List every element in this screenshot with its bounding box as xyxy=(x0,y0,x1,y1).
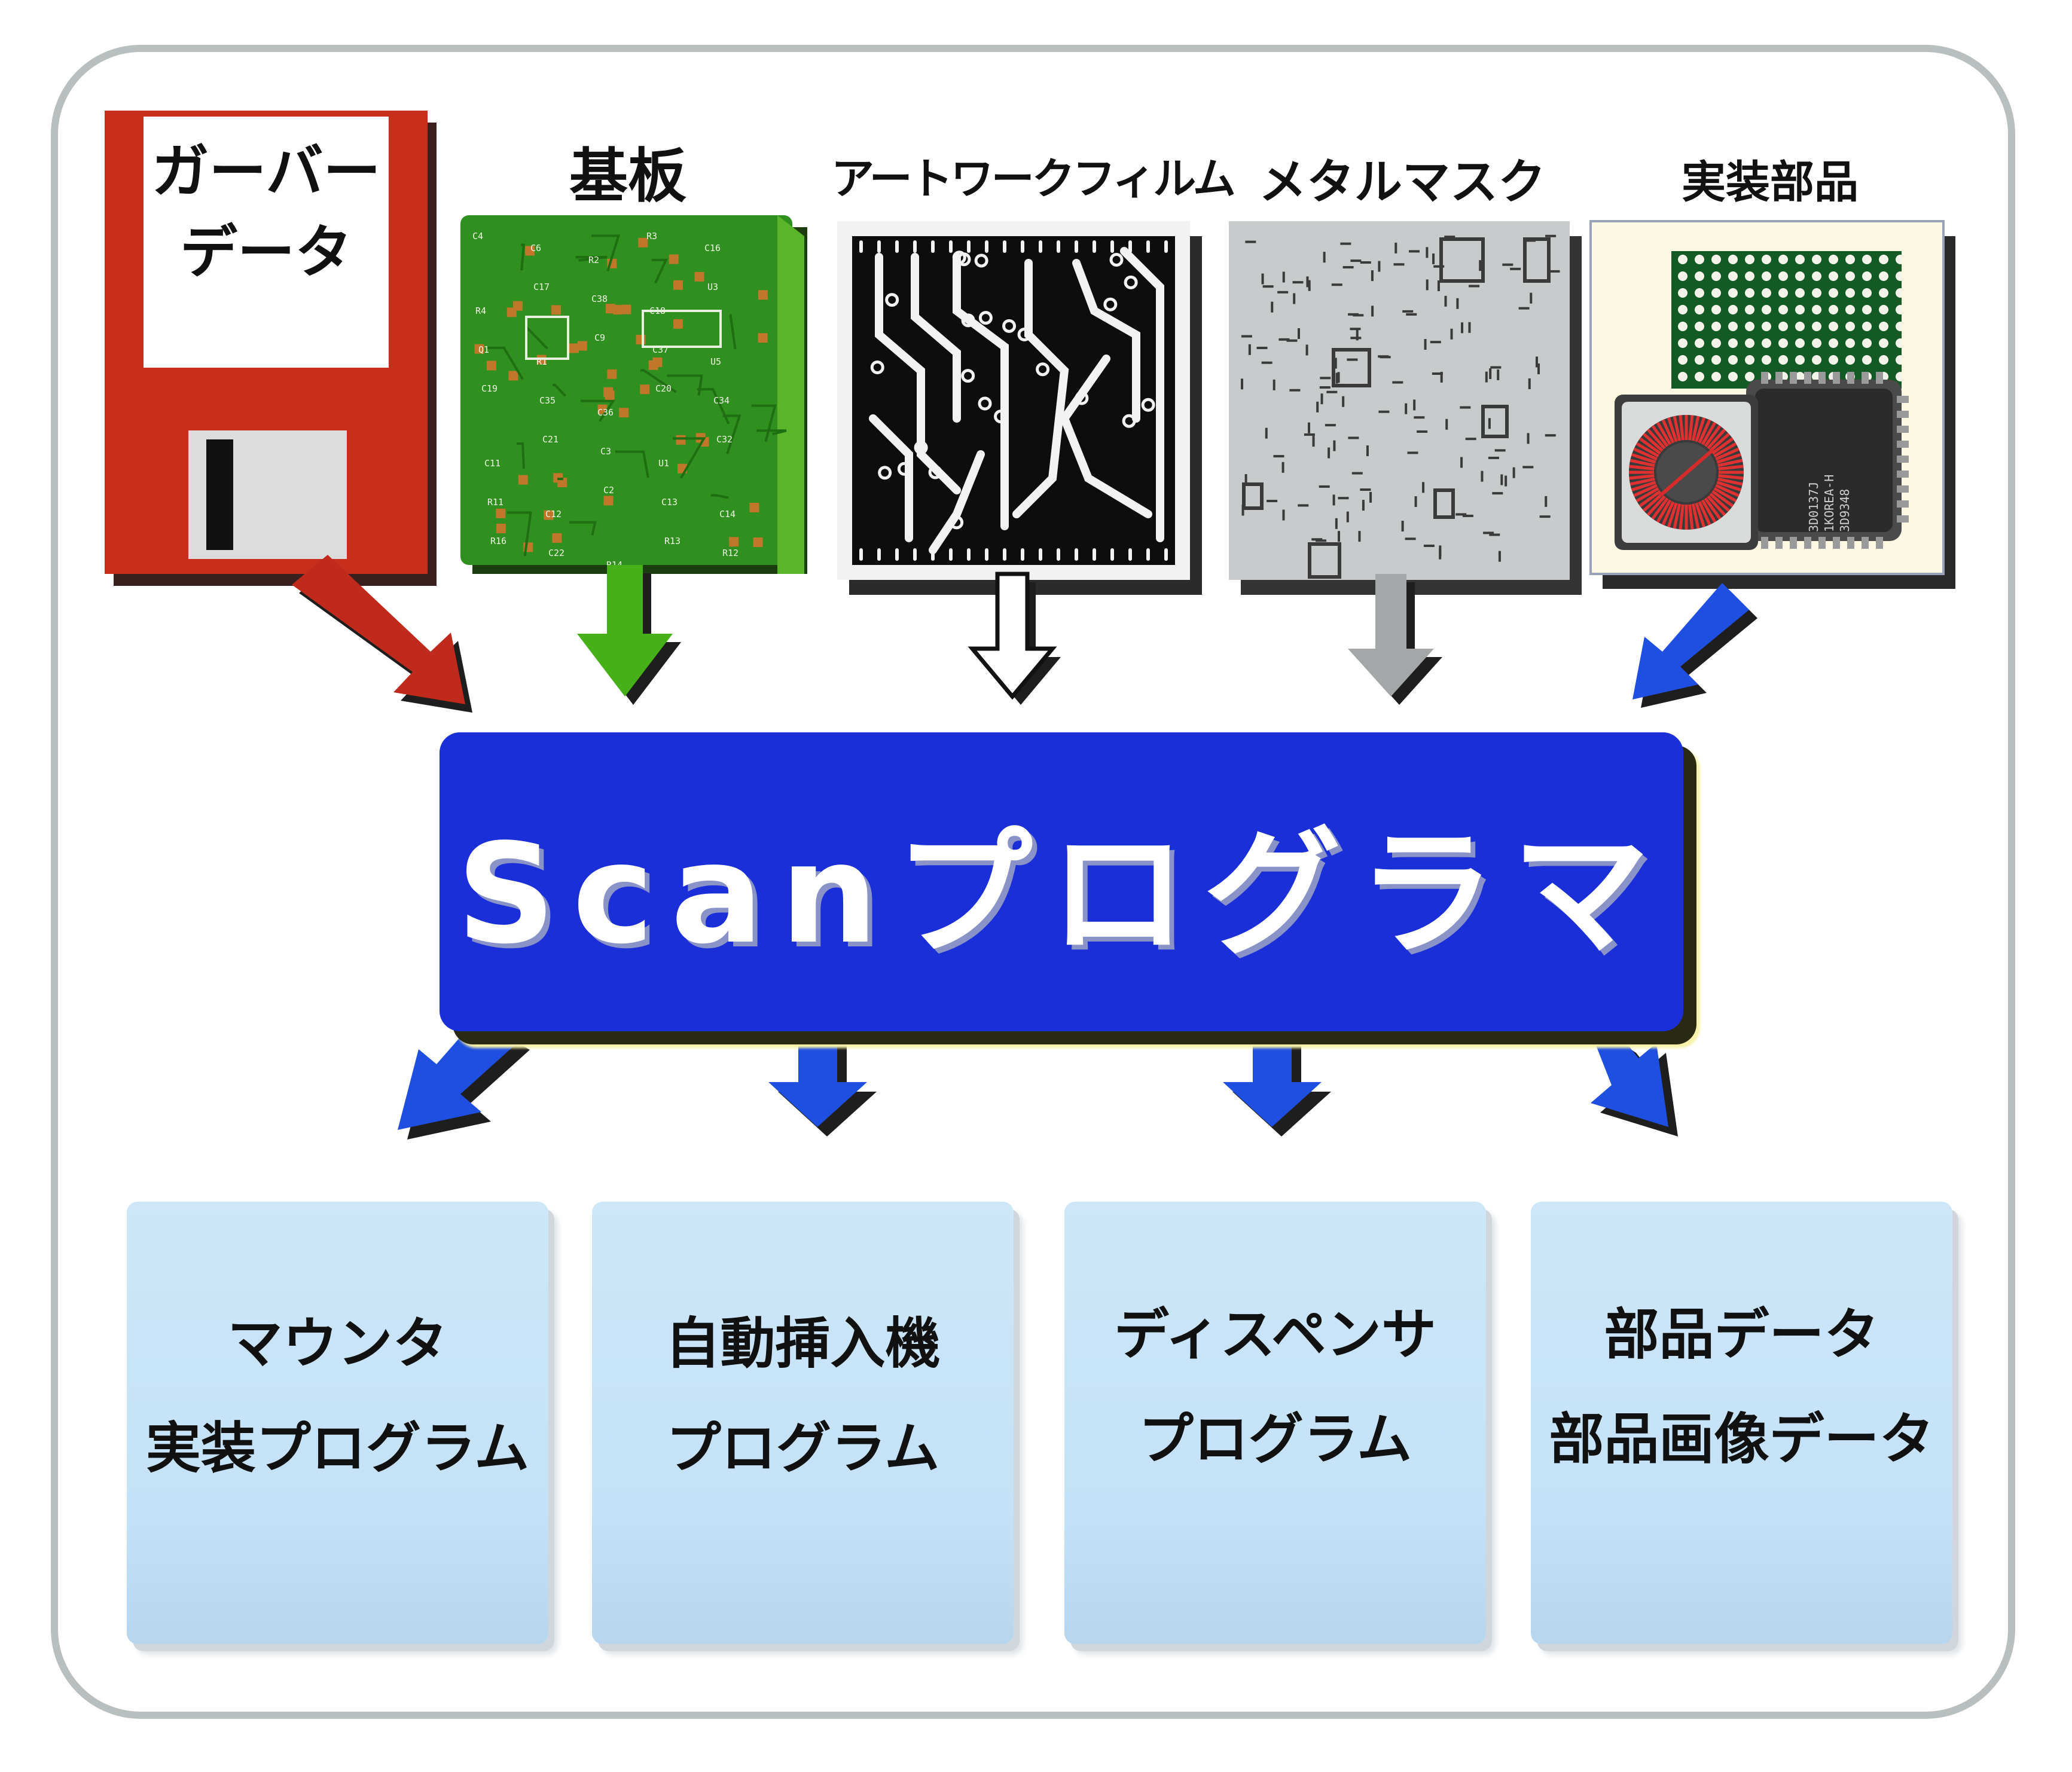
silkscreen-label: C35 xyxy=(539,395,556,406)
silkscreen-label: R13 xyxy=(664,536,681,546)
arrow-scan-to-mounter xyxy=(398,1016,520,1130)
silkscreen-label: C3 xyxy=(600,446,611,457)
output-dispenser-line1: ディスペンサ xyxy=(1113,1303,1437,1367)
output-auto-inserter-program: 自動挿入機 プログラム xyxy=(592,1202,1014,1644)
silkscreen-label: C17 xyxy=(533,282,550,292)
silkscreen-label: R12 xyxy=(722,548,739,558)
silkscreen-label: R3 xyxy=(646,231,657,242)
silkscreen-label: C32 xyxy=(716,434,733,445)
silkscreen-label: C9 xyxy=(594,332,605,343)
silkscreen-label: C13 xyxy=(661,497,678,508)
arrow-gerber-to-scan xyxy=(292,555,472,713)
arrow-scan-to-dispenser xyxy=(1223,1016,1322,1127)
label-gerber-data: ガーバー データ xyxy=(144,132,389,293)
output-inserter-line2: プログラム xyxy=(666,1416,940,1480)
silkscreen-label: U5 xyxy=(710,356,721,367)
silkscreen-label: C6 xyxy=(530,243,541,253)
arrow-board-to-scan xyxy=(577,565,681,705)
silkscreen-label: C11 xyxy=(484,458,501,469)
silkscreen-label: C18 xyxy=(649,305,666,316)
floppy-disk-icon xyxy=(105,111,437,586)
silkscreen-label: R16 xyxy=(490,536,506,546)
output-part-data-line1: 部品データ xyxy=(1604,1303,1879,1367)
label-components: 実装部品 xyxy=(1682,157,1859,208)
label-metal-mask: メタルマスク xyxy=(1259,154,1546,210)
output-mounter-line1: マウンタ xyxy=(227,1312,448,1376)
silkscreen-label: C22 xyxy=(548,548,564,558)
output-part-data: 部品データ 部品画像データ xyxy=(1531,1202,1952,1644)
silkscreen-label: R11 xyxy=(487,497,503,508)
label-gerber-line1: ガーバー xyxy=(151,138,381,205)
scan-programmer-label: Scanプログラマ xyxy=(456,814,1667,974)
output-mounter-program: マウンタ 実装プログラム xyxy=(127,1202,548,1644)
metal-mask-icon xyxy=(1229,221,1582,595)
arrow-mask-to-scan xyxy=(1348,574,1442,705)
silkscreen-label: Q1 xyxy=(478,344,489,355)
silkscreen-label: U3 xyxy=(707,282,718,292)
arrow-film-to-scan xyxy=(968,572,1061,705)
label-artwork-film: アートワークフィルム xyxy=(831,154,1236,204)
silkscreen-label: U1 xyxy=(658,458,669,469)
artwork-film-icon xyxy=(837,221,1202,595)
silkscreen-label: C37 xyxy=(652,344,669,355)
silkscreen-label: C34 xyxy=(713,395,730,406)
output-dispenser-program: ディスペンサ プログラム xyxy=(1064,1202,1486,1644)
silkscreen-label: C36 xyxy=(597,407,614,418)
silkscreen-label: R2 xyxy=(588,255,599,265)
silkscreen-label: C38 xyxy=(591,294,608,304)
silkscreen-label: C21 xyxy=(542,434,559,445)
silkscreen-label: C20 xyxy=(655,383,672,394)
output-mounter-line2: 実装プログラム xyxy=(145,1416,530,1480)
label-gerber-line2: データ xyxy=(180,219,352,286)
scan-programmer-box: Scanプログラマ xyxy=(440,732,1683,1031)
silkscreen-label: C2 xyxy=(603,485,614,496)
silkscreen-label: C12 xyxy=(545,509,562,520)
silkscreen-label: R4 xyxy=(475,305,486,316)
arrow-scan-to-part-data xyxy=(1585,1016,1668,1127)
silkscreen-label: R1 xyxy=(536,356,547,367)
output-inserter-line1: 自動挿入機 xyxy=(665,1312,941,1376)
arrow-scan-to-inserter xyxy=(768,1016,867,1127)
output-part-data-line2: 部品画像データ xyxy=(1549,1407,1934,1471)
inductor-icon xyxy=(1615,395,1758,550)
arrow-components-to-scan xyxy=(1632,583,1757,708)
silkscreen-label: C4 xyxy=(472,231,483,242)
silkscreen-label: C19 xyxy=(481,383,498,394)
silkscreen-label: C14 xyxy=(719,509,736,520)
label-board: 基板 xyxy=(569,142,686,210)
silkscreen-label: C16 xyxy=(704,243,721,253)
output-dispenser-line2: プログラム xyxy=(1138,1407,1412,1471)
